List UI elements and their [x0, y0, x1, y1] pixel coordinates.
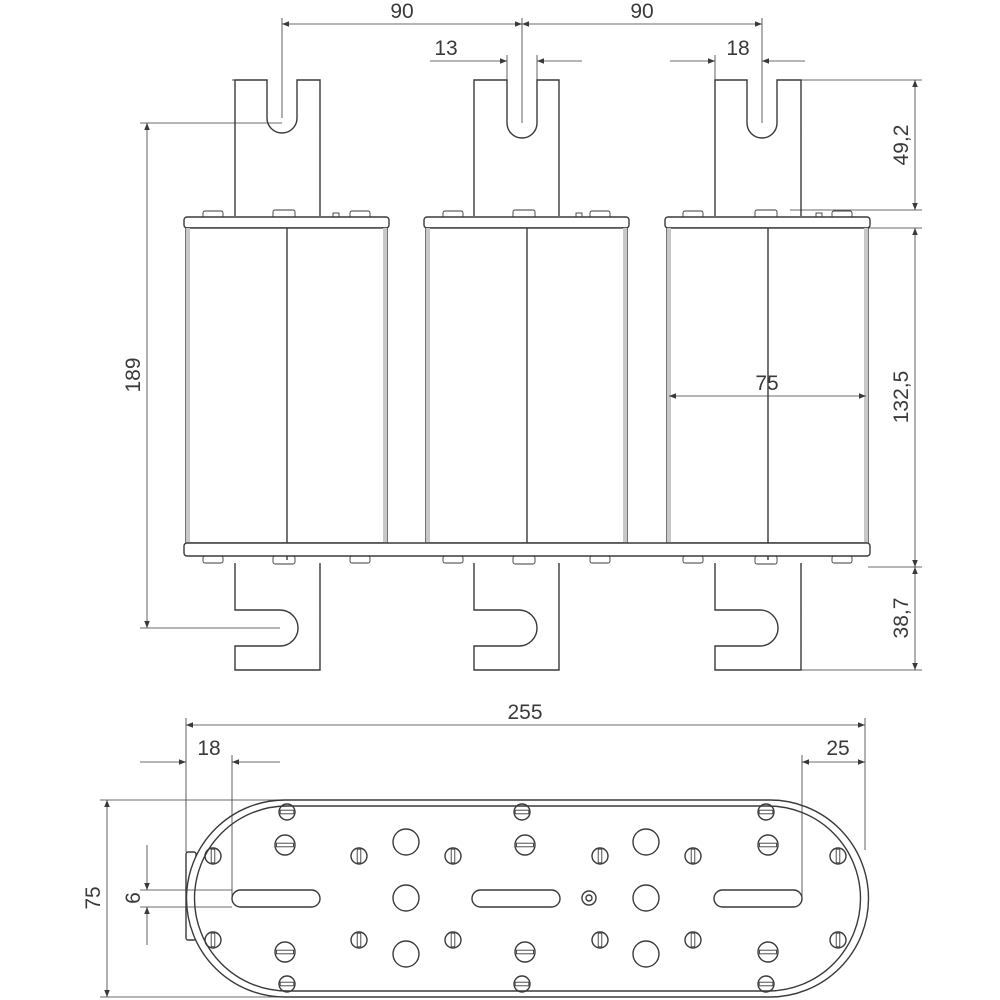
dim-slot-18-top: 18 [726, 37, 749, 60]
bottom-dimensions [100, 718, 866, 998]
screw-icon [757, 803, 775, 821]
screw-icon [757, 834, 779, 856]
bottom-screws [202, 555, 853, 565]
dim-slot-width-6: 6 [122, 892, 145, 904]
screw-icon [513, 803, 531, 821]
dim-top-tag-height: 49,2 [890, 125, 913, 166]
top-blade-right [714, 79, 802, 216]
screw-icon [278, 803, 296, 821]
screw-icon [278, 975, 296, 993]
screw-icon [757, 941, 779, 963]
screw-icon [591, 931, 609, 949]
top-end-caps [183, 216, 871, 229]
dim-overall-height: 189 [122, 357, 145, 392]
screw-icon [274, 834, 296, 856]
dim-bottom-tag-height: 38,7 [890, 598, 913, 639]
screw-icon [757, 975, 775, 993]
dim-overall-length: 255 [507, 701, 542, 724]
front-view [183, 79, 871, 671]
bottom-view [185, 799, 870, 998]
screw-icon [829, 931, 847, 949]
dim-pitch-right: 90 [630, 0, 653, 23]
dim-body-height: 132,5 [890, 371, 913, 424]
screw-icon [684, 847, 702, 865]
screw-icon [204, 931, 222, 949]
fuse-body-right [666, 227, 869, 560]
bottom-blade-right [714, 563, 802, 671]
fuse-body-left [185, 227, 388, 560]
dim-body-width: 75 [755, 372, 778, 395]
screw-icon [350, 931, 368, 949]
dimension-labels: 90 90 13 18 49,2 132,5 38,7 189 75 255 1… [82, 0, 913, 910]
screw-icon [514, 941, 536, 963]
screw-icon [350, 847, 368, 865]
screw-icon [444, 847, 462, 865]
screw-icon [591, 847, 609, 865]
dim-base-width: 75 [82, 886, 105, 909]
base-plate [183, 542, 871, 557]
screw-icon [274, 941, 296, 963]
dim-slot-18-bottom: 18 [197, 737, 220, 760]
screw-icon [513, 975, 531, 993]
top-blade-middle [473, 79, 560, 216]
top-blade-left [232, 79, 321, 216]
screw-icon [444, 931, 462, 949]
dim-slot-13: 13 [434, 37, 457, 60]
screw-icon [684, 931, 702, 949]
dim-pitch-left: 90 [390, 0, 413, 23]
screw-icon [514, 834, 536, 856]
front-dimensions [140, 18, 922, 671]
fuse-body-middle [425, 227, 628, 545]
base-screws [204, 803, 847, 993]
dim-end-25: 25 [826, 737, 849, 760]
screw-icon [204, 847, 222, 865]
bottom-blade-middle [473, 563, 560, 671]
bottom-blade-left [234, 563, 321, 671]
screw-icon [829, 847, 847, 865]
